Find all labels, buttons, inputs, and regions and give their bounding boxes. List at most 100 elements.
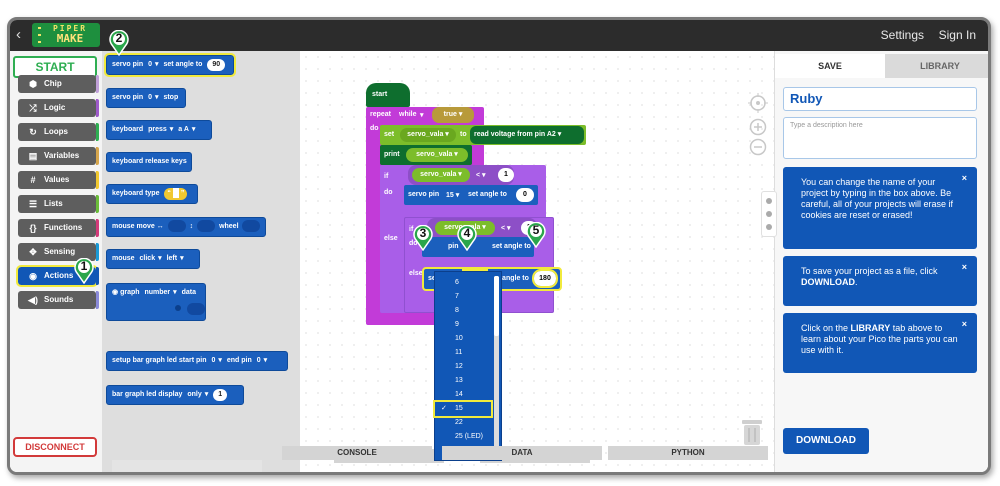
dropdown-scroll-thumb[interactable] — [494, 276, 499, 336]
dropdown-option[interactable]: 8 — [435, 304, 491, 318]
map-pin-icon — [413, 224, 433, 252]
dropdown-option[interactable]: 11 — [435, 346, 491, 360]
recenter-icon[interactable] — [748, 93, 768, 113]
keyboard-press-block[interactable]: keyboard press▾ a A▾ — [106, 120, 212, 140]
keyboard-type-block[interactable]: keyboard type “ ” — [106, 184, 198, 204]
shuffle-icon: ⤮ — [29, 103, 37, 113]
pin-dropdown[interactable]: 0 — [148, 94, 152, 101]
app-window: ‹ PIPER MAKE Settings Sign In START ⬢Chi… — [7, 17, 991, 475]
mouse-move-block[interactable]: mouse move ↔ ↕ wheel — [106, 217, 266, 237]
dropdown-option[interactable]: 10 — [435, 332, 491, 346]
pin-dropdown[interactable]: 15 ▾ — [446, 192, 460, 199]
trash-icon[interactable] — [740, 417, 764, 447]
operator-dropdown[interactable]: < ▾ — [501, 225, 511, 232]
block-label: set — [384, 131, 395, 138]
tab-save[interactable]: SAVE — [775, 54, 885, 78]
category-sounds[interactable]: ◀)Sounds — [18, 291, 99, 309]
variable-reporter[interactable]: servo_vala ▾ — [412, 168, 470, 182]
dropdown-option[interactable]: 22 — [435, 416, 491, 430]
bar-graph-display-block[interactable]: bar graph led display only▾ 1 — [106, 385, 244, 405]
mode-dropdown[interactable]: press — [148, 126, 167, 133]
end-pin-dropdown[interactable]: 0 — [256, 357, 261, 364]
zoom-out-icon[interactable] — [749, 138, 767, 156]
operator-dropdown[interactable]: < ▾ — [476, 172, 486, 179]
close-icon[interactable]: × — [961, 173, 967, 183]
sign-in-link[interactable]: Sign In — [938, 28, 976, 42]
graph-mode-dropdown[interactable]: number — [144, 289, 171, 296]
true-value[interactable]: true ▾ — [432, 107, 474, 123]
dropdown-option[interactable]: 9 — [435, 318, 491, 332]
side-dropdown[interactable]: left — [166, 255, 178, 262]
category-functions[interactable]: {}Functions — [18, 219, 99, 237]
tab-data[interactable]: DATA — [442, 446, 602, 460]
block-workspace[interactable]: start repeat while ▾ true ▾ do set servo… — [300, 51, 774, 472]
mode-dropdown[interactable]: while — [399, 111, 417, 118]
servo-set-angle-block[interactable]: servo pin 15 ▾ set angle to 0 — [404, 185, 538, 205]
category-values[interactable]: #Values — [18, 171, 99, 189]
tab-library[interactable]: LIBRARY — [885, 54, 988, 78]
close-icon[interactable]: × — [961, 319, 967, 329]
dropdown-option[interactable]: 12 — [435, 360, 491, 374]
project-name-input[interactable]: Ruby — [783, 87, 977, 111]
category-loops[interactable]: ↻Loops — [18, 123, 99, 141]
marker-number: 4 — [463, 226, 471, 240]
start-pin-dropdown[interactable]: 0 — [211, 357, 216, 364]
block-label: graph — [120, 289, 140, 296]
category-variables[interactable]: ▤Variables — [18, 147, 99, 165]
mouse-click-block[interactable]: mouse click▾ left▾ — [106, 249, 200, 269]
angle-input[interactable]: 0 — [516, 188, 534, 202]
close-icon[interactable]: × — [961, 262, 967, 272]
variable-reporter[interactable]: servo_vala ▾ — [406, 148, 468, 162]
key-dropdown[interactable]: a A — [178, 126, 189, 133]
read-voltage-block[interactable]: read voltage from pin A2 ▾ — [470, 126, 584, 144]
servo-stop-block[interactable]: servo pin 0▾ stop — [106, 88, 186, 108]
set-variable-block[interactable]: set servo_vala ▾ to read voltage from pi… — [380, 125, 586, 145]
dropdown-option[interactable]: ✓15 — [433, 400, 493, 418]
string-input[interactable]: “ ” — [164, 188, 188, 200]
x-slot[interactable] — [167, 220, 186, 233]
graph-block[interactable]: ◉ graph number▾ data — [106, 283, 206, 321]
variable-dropdown[interactable]: servo_vala ▾ — [400, 128, 456, 142]
dropdown-option[interactable]: 7 — [435, 290, 491, 304]
dropdown-option[interactable]: 13 — [435, 374, 491, 388]
variable-icon: ▤ — [28, 151, 38, 161]
dropdown-scrollbar[interactable] — [494, 276, 499, 456]
servo-block-partial[interactable]: pin set angle to — [422, 237, 534, 257]
category-logic[interactable]: ⤮Logic — [18, 99, 99, 117]
tab-python[interactable]: PYTHON — [608, 446, 768, 460]
category-sensing[interactable]: ✥Sensing — [18, 243, 99, 261]
dropdown-option[interactable]: 6 — [435, 276, 491, 290]
data-slot[interactable] — [187, 303, 205, 315]
marker-number: 3 — [419, 226, 427, 240]
tab-console[interactable]: CONSOLE — [282, 446, 432, 460]
number-input[interactable]: 1 — [498, 168, 514, 182]
pin-dropdown[interactable]: A2 — [546, 131, 556, 138]
start-hat-block[interactable]: start — [366, 83, 410, 107]
category-lists[interactable]: ☰Lists — [18, 195, 99, 213]
angle-input[interactable]: 90 — [207, 59, 226, 71]
category-chip[interactable]: ⬢Chip — [18, 75, 99, 93]
value-input[interactable]: 1 — [213, 389, 228, 401]
y-slot[interactable] — [197, 220, 216, 233]
display-mode-dropdown[interactable]: only — [187, 391, 202, 398]
dropdown-option[interactable]: 14 — [435, 388, 491, 402]
wheel-slot[interactable] — [242, 220, 261, 233]
print-block[interactable]: print servo_vala ▾ — [380, 145, 472, 165]
piper-make-logo[interactable]: PIPER MAKE — [32, 23, 100, 47]
bar-graph-setup-block[interactable]: setup bar graph led start pin 0▾ end pin… — [106, 351, 288, 371]
pin-dropdown[interactable]: 0 — [148, 61, 152, 68]
zoom-in-icon[interactable] — [749, 118, 767, 136]
description-input[interactable]: Type a description here — [783, 117, 977, 159]
disconnect-button[interactable]: DISCONNECT — [13, 437, 97, 457]
click-dropdown[interactable]: click — [139, 255, 156, 262]
tab-blocks[interactable] — [112, 460, 262, 472]
dropdown-option[interactable]: 25 (LED) — [435, 430, 491, 444]
angle-input[interactable]: 180 — [532, 269, 558, 288]
download-button[interactable]: DOWNLOAD — [783, 428, 869, 454]
servo-set-angle-block[interactable]: servo pin 0▾ set angle to 90 — [104, 53, 236, 77]
keyboard-release-block[interactable]: keyboard release keys — [106, 152, 192, 172]
settings-link[interactable]: Settings — [880, 28, 924, 42]
panel-handle[interactable] — [761, 191, 777, 237]
back-icon[interactable]: ‹ — [16, 26, 21, 43]
